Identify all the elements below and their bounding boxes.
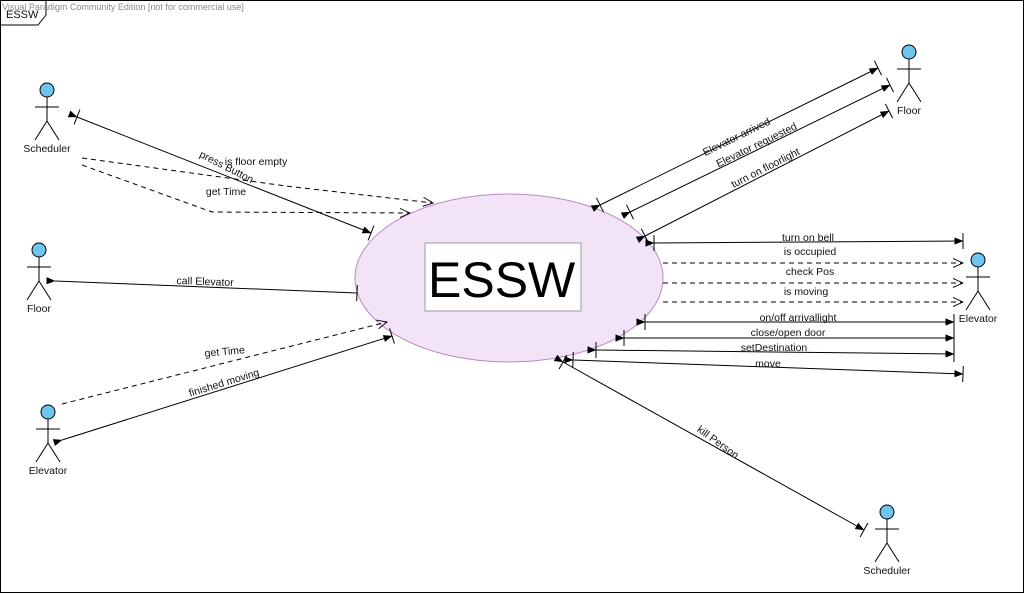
message-2[interactable]: is floor empty <box>81 156 433 203</box>
actor-head-icon <box>901 44 917 60</box>
system-label: ESSW <box>428 252 576 308</box>
end-bar-icon <box>596 197 604 213</box>
actor-head-icon <box>879 504 895 520</box>
actor-scheduler-bottom[interactable]: Scheduler <box>863 504 911 577</box>
actor-name: Scheduler <box>23 143 71 155</box>
message-line <box>81 164 410 213</box>
end-bar-icon <box>626 204 634 220</box>
message-label: move <box>755 358 781 370</box>
end-bar-icon <box>356 284 358 302</box>
message-17[interactable]: move <box>564 351 964 383</box>
message-line <box>46 277 358 294</box>
message-label: is floor empty <box>225 156 288 168</box>
message-1[interactable]: press Button <box>67 109 375 241</box>
message-label: setDestination <box>741 342 808 354</box>
actor-elevator-left[interactable]: Elevator <box>29 404 68 477</box>
end-bar-icon <box>389 328 395 344</box>
message-label: get Time <box>204 344 245 359</box>
message-label: is occupied <box>784 246 837 258</box>
actor-floor-right[interactable]: Floor <box>896 44 922 117</box>
actor-name: Floor <box>27 303 51 315</box>
message-line <box>645 237 964 247</box>
actor-elevator-right[interactable]: Elevator <box>959 252 998 325</box>
message-label: check Pos <box>786 266 834 278</box>
message-label: finished moving <box>187 367 260 400</box>
actor-head-icon <box>40 404 56 420</box>
message-12[interactable]: check Pos <box>663 266 963 283</box>
watermark: Visual Paradigm Community Edition [not f… <box>2 2 244 12</box>
frame-title: ESSW <box>6 9 39 21</box>
message-label: kill Person <box>695 423 741 461</box>
message-10[interactable]: turn on bell <box>645 232 964 252</box>
actor-floor-left[interactable]: Floor <box>26 242 52 315</box>
message-5[interactable]: get Time <box>61 322 387 405</box>
message-line <box>52 335 393 447</box>
actor-body-icon <box>896 59 922 103</box>
actor-body-icon <box>965 267 991 311</box>
end-bar-icon <box>367 225 375 241</box>
message-11[interactable]: is occupied <box>663 246 963 263</box>
actor-name: Scheduler <box>863 565 911 577</box>
actors: SchedulerFloorElevatorFloorElevatorSched… <box>23 44 998 577</box>
frame-tab <box>0 0 47 26</box>
actor-name: Floor <box>897 105 921 117</box>
actor-name: Elevator <box>29 465 68 477</box>
actor-name: Elevator <box>959 313 998 325</box>
message-4[interactable]: call Elevator <box>46 275 358 302</box>
message-8[interactable]: Elevator requested <box>620 77 894 220</box>
end-bar-icon <box>874 60 882 76</box>
actor-body-icon <box>26 257 52 301</box>
end-bar-icon <box>884 103 894 119</box>
message-14[interactable]: on/off arrivallight <box>636 312 955 330</box>
end-bar-icon <box>886 77 894 93</box>
message-line <box>67 110 372 234</box>
system-label-box <box>424 242 582 312</box>
message-label: get Time <box>206 186 246 198</box>
actor-scheduler-left[interactable]: Scheduler <box>23 82 71 155</box>
message-line <box>587 346 955 358</box>
message-13[interactable]: is moving <box>663 286 963 302</box>
message-18[interactable]: kill Person <box>553 354 869 538</box>
end-bar-icon <box>859 522 869 538</box>
message-line <box>635 110 890 244</box>
message-line <box>553 354 865 531</box>
end-bar-icon <box>558 354 568 370</box>
message-label: close/open door <box>751 327 826 339</box>
actor-head-icon <box>39 82 55 98</box>
end-bar-icon <box>572 351 574 369</box>
actor-body-icon <box>874 519 900 563</box>
message-label: turn on bell <box>782 232 834 244</box>
message-15[interactable]: close/open door <box>615 327 955 346</box>
actor-body-icon <box>35 419 61 463</box>
end-bar-icon <box>73 109 81 125</box>
message-label: call Elevator <box>176 275 234 289</box>
actor-head-icon <box>31 242 47 258</box>
message-label: is moving <box>784 286 829 298</box>
actor-body-icon <box>34 97 60 141</box>
message-label: on/off arrivallight <box>760 312 837 324</box>
message-line <box>61 322 387 405</box>
message-3[interactable]: get Time <box>81 164 410 213</box>
actor-head-icon <box>970 252 986 268</box>
end-bar-icon <box>962 365 964 383</box>
